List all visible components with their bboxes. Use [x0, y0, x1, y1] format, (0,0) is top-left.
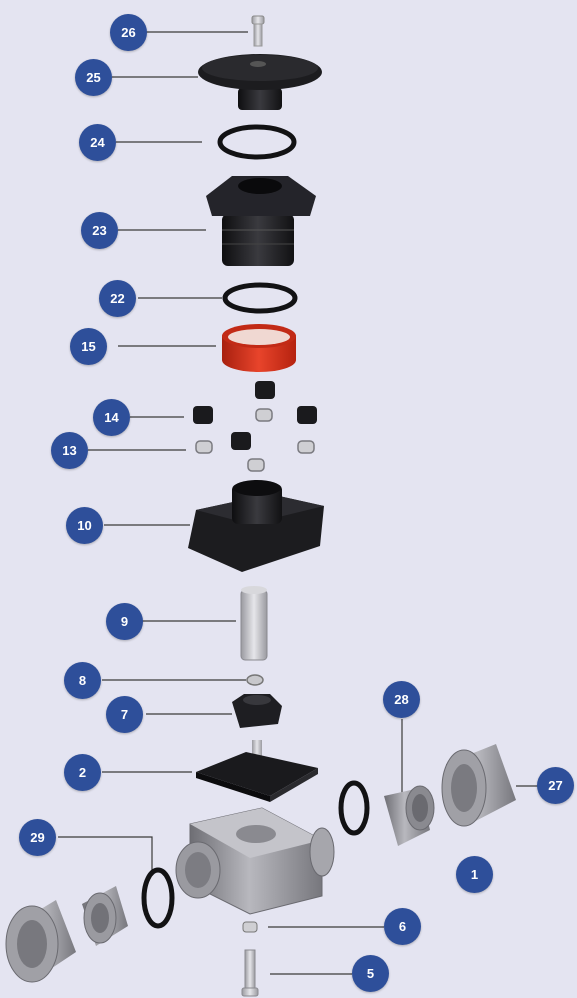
part-15-red-ring — [222, 324, 296, 372]
part-valve-body — [175, 807, 335, 915]
part-8-washer — [246, 674, 264, 686]
part-9-stem — [240, 586, 268, 661]
part-5-bolt — [241, 949, 259, 997]
callout-28: 28 — [383, 681, 420, 718]
part-25-handwheel — [198, 54, 322, 110]
part-7-compressor — [232, 694, 282, 728]
callout-29: 29 — [19, 819, 56, 856]
part-23-bonnet — [206, 176, 316, 266]
part-28-end-connector — [384, 785, 435, 846]
parts-13-14-small-caps — [193, 381, 317, 472]
part-27-union-nut — [441, 744, 516, 827]
callout-27: 27 — [537, 767, 574, 804]
part-29-o-ring — [141, 867, 175, 929]
right-o-ring — [338, 780, 370, 836]
callout-10: 10 — [66, 507, 103, 544]
left-end-connector — [82, 886, 128, 946]
left-union-nut — [5, 900, 76, 983]
part-22-o-ring — [222, 282, 298, 314]
callout-23: 23 — [81, 212, 118, 249]
part-24-o-ring — [217, 124, 297, 160]
part-2-diaphragm — [196, 740, 318, 802]
callout-14: 14 — [93, 399, 130, 436]
callout-22: 22 — [99, 280, 136, 317]
part-26-screw — [251, 15, 265, 47]
callout-2: 2 — [64, 754, 101, 791]
callout-7: 7 — [106, 696, 143, 733]
callout-24: 24 — [79, 124, 116, 161]
part-10-body-flange — [188, 480, 324, 572]
leader-lines — [58, 31, 538, 975]
callout-1: 1 — [456, 856, 493, 893]
callout-8: 8 — [64, 662, 101, 699]
callout-13: 13 — [51, 432, 88, 469]
callout-25: 25 — [75, 59, 112, 96]
callout-26: 26 — [110, 14, 147, 51]
callout-9: 9 — [106, 603, 143, 640]
callout-5: 5 — [352, 955, 389, 992]
callout-15: 15 — [70, 328, 107, 365]
part-6-nut — [242, 921, 258, 933]
callout-6: 6 — [384, 908, 421, 945]
